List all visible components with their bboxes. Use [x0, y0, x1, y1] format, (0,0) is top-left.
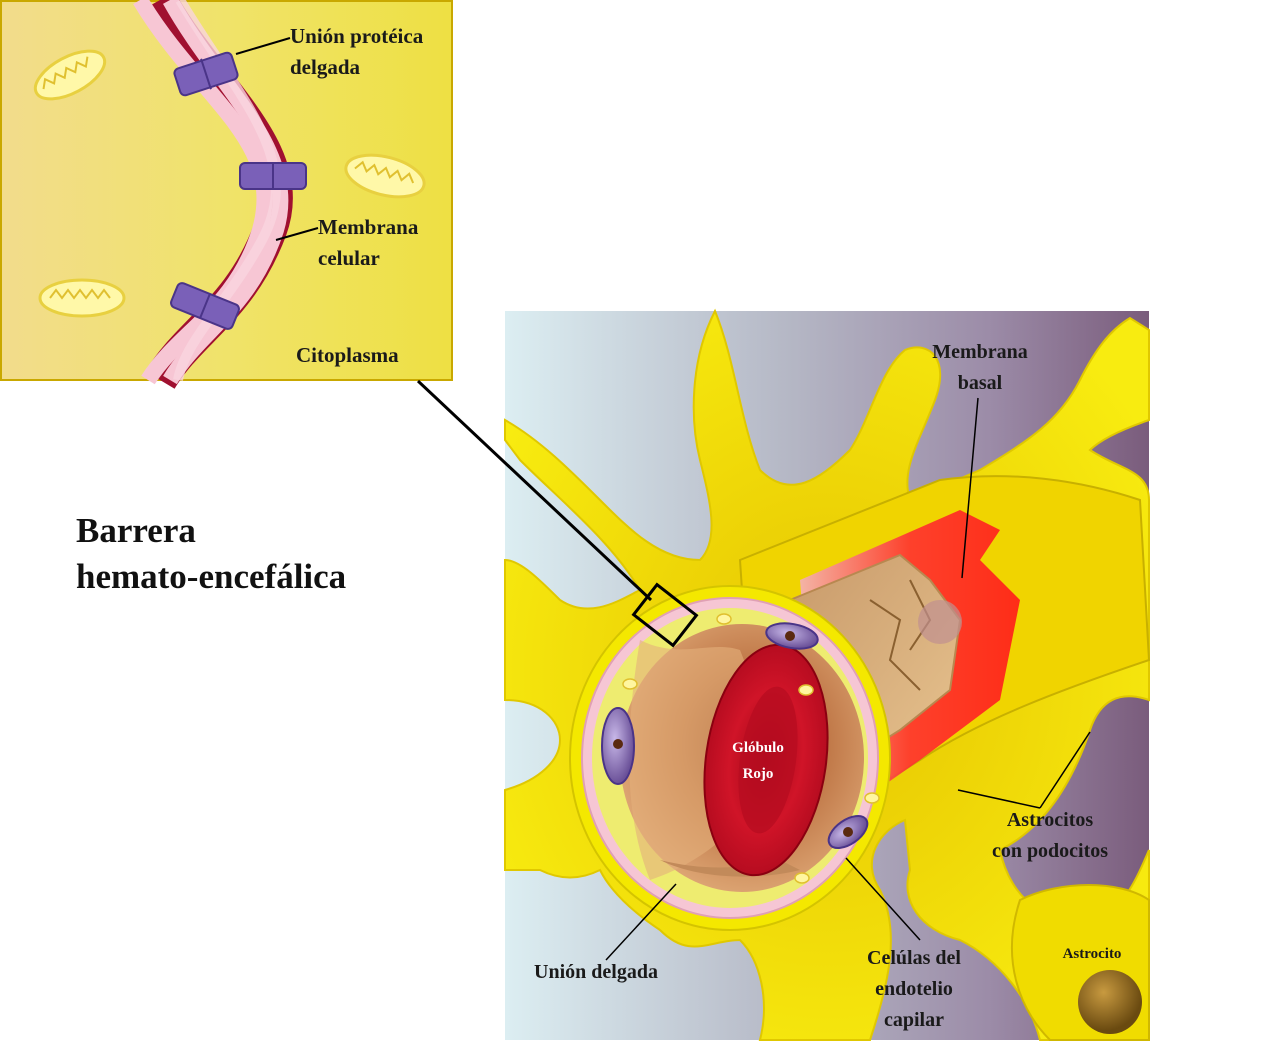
title-line-2: hemato-encefálica	[76, 557, 347, 596]
label-globulo-2: Rojo	[743, 766, 774, 782]
label-endotelio-3: capilar	[884, 1009, 944, 1031]
protein-junctions	[170, 51, 307, 330]
junction-protein	[173, 51, 239, 97]
label-astrocitos-2: con podocitos	[992, 840, 1108, 862]
astrocyte-body	[1011, 884, 1150, 1041]
endothelial-nucleus	[765, 622, 819, 650]
label-citoplasma: Citoplasma	[296, 343, 399, 367]
label-endotelio-1: Celúlas del	[867, 947, 961, 969]
label-union-proteica-2: delgada	[290, 55, 361, 79]
label-membrana-celular-2: celular	[318, 246, 380, 270]
mitochondrion	[38, 278, 126, 318]
leader-line	[845, 857, 921, 941]
astrocyte-nucleus	[1078, 970, 1142, 1034]
label-globulo-1: Glóbulo	[732, 740, 784, 756]
zoom-connector-line	[416, 379, 653, 602]
leader-line	[605, 883, 677, 961]
red-blood-cell: Glóbulo Rojo	[703, 643, 829, 877]
label-union-proteica-1: Unión protéica	[290, 24, 424, 48]
junction-protein	[239, 162, 307, 190]
label-membrana-basal-1: Membrana	[932, 341, 1028, 363]
title-line-1: Barrera	[76, 511, 196, 550]
junction-protein	[170, 282, 240, 330]
leader-line	[957, 789, 1041, 809]
label-astrocitos-1: Astrocitos	[1007, 809, 1093, 831]
endothelial-nucleus	[601, 707, 635, 785]
label-membrana-basal-2: basal	[958, 372, 1003, 394]
capillary-panel: Glóbulo Rojo	[416, 308, 1151, 1041]
mitochondrion	[344, 153, 426, 199]
label-astrocito: Astrocito	[1063, 946, 1122, 962]
leader-line	[235, 37, 291, 55]
zoom-box	[631, 582, 699, 648]
leader-line	[275, 227, 319, 241]
inset-panel: Unión protéica delgada Membrana celular …	[0, 0, 453, 390]
diagram-title: Barrera hemato-encefálica	[76, 508, 346, 600]
label-endotelio-2: endotelio	[875, 978, 953, 1000]
label-membrana-celular-1: Membrana	[318, 215, 419, 239]
label-union-delgada: Unión delgada	[534, 961, 658, 983]
leader-line	[961, 397, 979, 579]
leader-line	[1039, 731, 1091, 809]
ring-mitochondria	[622, 613, 880, 884]
mitochondrion	[33, 49, 107, 101]
endothelial-nucleus	[827, 815, 869, 849]
